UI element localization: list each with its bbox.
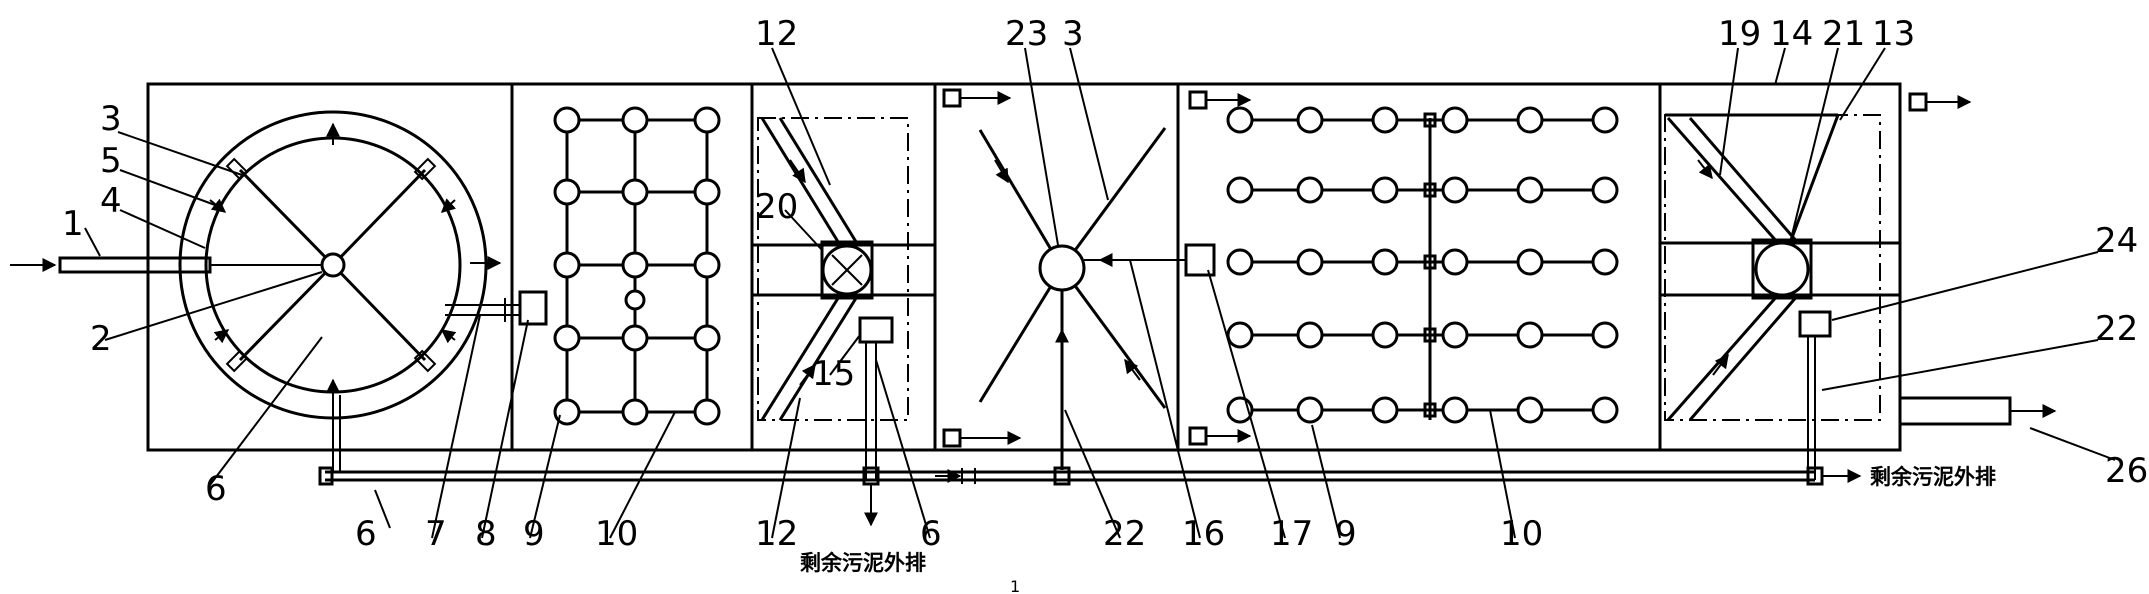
label-21: 21 <box>1822 14 1865 54</box>
label-6c: 6 <box>920 514 942 554</box>
diffuser-rows <box>1188 90 1619 446</box>
label-9a: 9 <box>523 514 545 554</box>
part-labels: 3 5 4 1 2 6 6 7 8 9 10 12 12 20 15 6 23 … <box>62 14 2148 594</box>
label-12a: 12 <box>755 14 798 54</box>
sludge-discharge-bottom: 剩余污泥外排 <box>800 551 926 575</box>
label-3a: 3 <box>100 99 122 139</box>
reactor-outlet <box>445 290 548 326</box>
aeration-grid <box>553 106 721 426</box>
central-valve-21 <box>1754 241 1810 297</box>
label-2: 2 <box>90 319 112 359</box>
leader-lines <box>84 47 2116 539</box>
label-6a: 6 <box>205 469 227 509</box>
settling-section-1 <box>752 117 935 480</box>
label-13: 13 <box>1872 14 1915 54</box>
label-16: 16 <box>1182 514 1225 554</box>
inlet-pipe <box>10 256 322 274</box>
label-7: 7 <box>425 514 447 554</box>
central-hub <box>320 252 346 278</box>
settling-section-2 <box>1660 92 1972 480</box>
label-19: 19 <box>1718 14 1761 54</box>
label-22b: 22 <box>2095 309 2138 349</box>
label-4: 4 <box>100 181 122 221</box>
label-10a: 10 <box>595 514 638 554</box>
flow-meter <box>518 290 548 326</box>
label-3b: 3 <box>1062 14 1084 54</box>
label-12b: 12 <box>755 514 798 554</box>
label-9b: 9 <box>1335 514 1357 554</box>
label-10b: 10 <box>1500 514 1543 554</box>
label-26: 26 <box>2105 451 2148 491</box>
label-20: 20 <box>755 187 798 227</box>
label-24: 24 <box>2095 221 2138 261</box>
label-6b: 6 <box>355 514 377 554</box>
distributor-hub <box>1038 244 1086 292</box>
sludge-header <box>318 395 1862 527</box>
label-23: 23 <box>1005 14 1048 54</box>
flow-meter-17 <box>1184 243 1216 277</box>
sludge-pump-15 <box>858 316 894 344</box>
stray-mark: 1 <box>1010 577 1020 594</box>
tank-outline <box>146 82 1902 452</box>
label-15: 15 <box>812 354 855 394</box>
label-14: 14 <box>1770 14 1813 54</box>
label-17: 17 <box>1270 514 1313 554</box>
label-1: 1 <box>62 204 84 244</box>
distributor-section <box>942 88 1216 470</box>
rotating-arms <box>225 157 437 373</box>
sludge-pump-24 <box>1798 310 1832 338</box>
label-5: 5 <box>100 141 122 181</box>
label-22a: 22 <box>1103 514 1146 554</box>
sludge-discharge-right: 剩余污泥外排 <box>1870 465 1996 489</box>
final-outlet <box>1898 396 2057 426</box>
label-8: 8 <box>475 514 497 554</box>
